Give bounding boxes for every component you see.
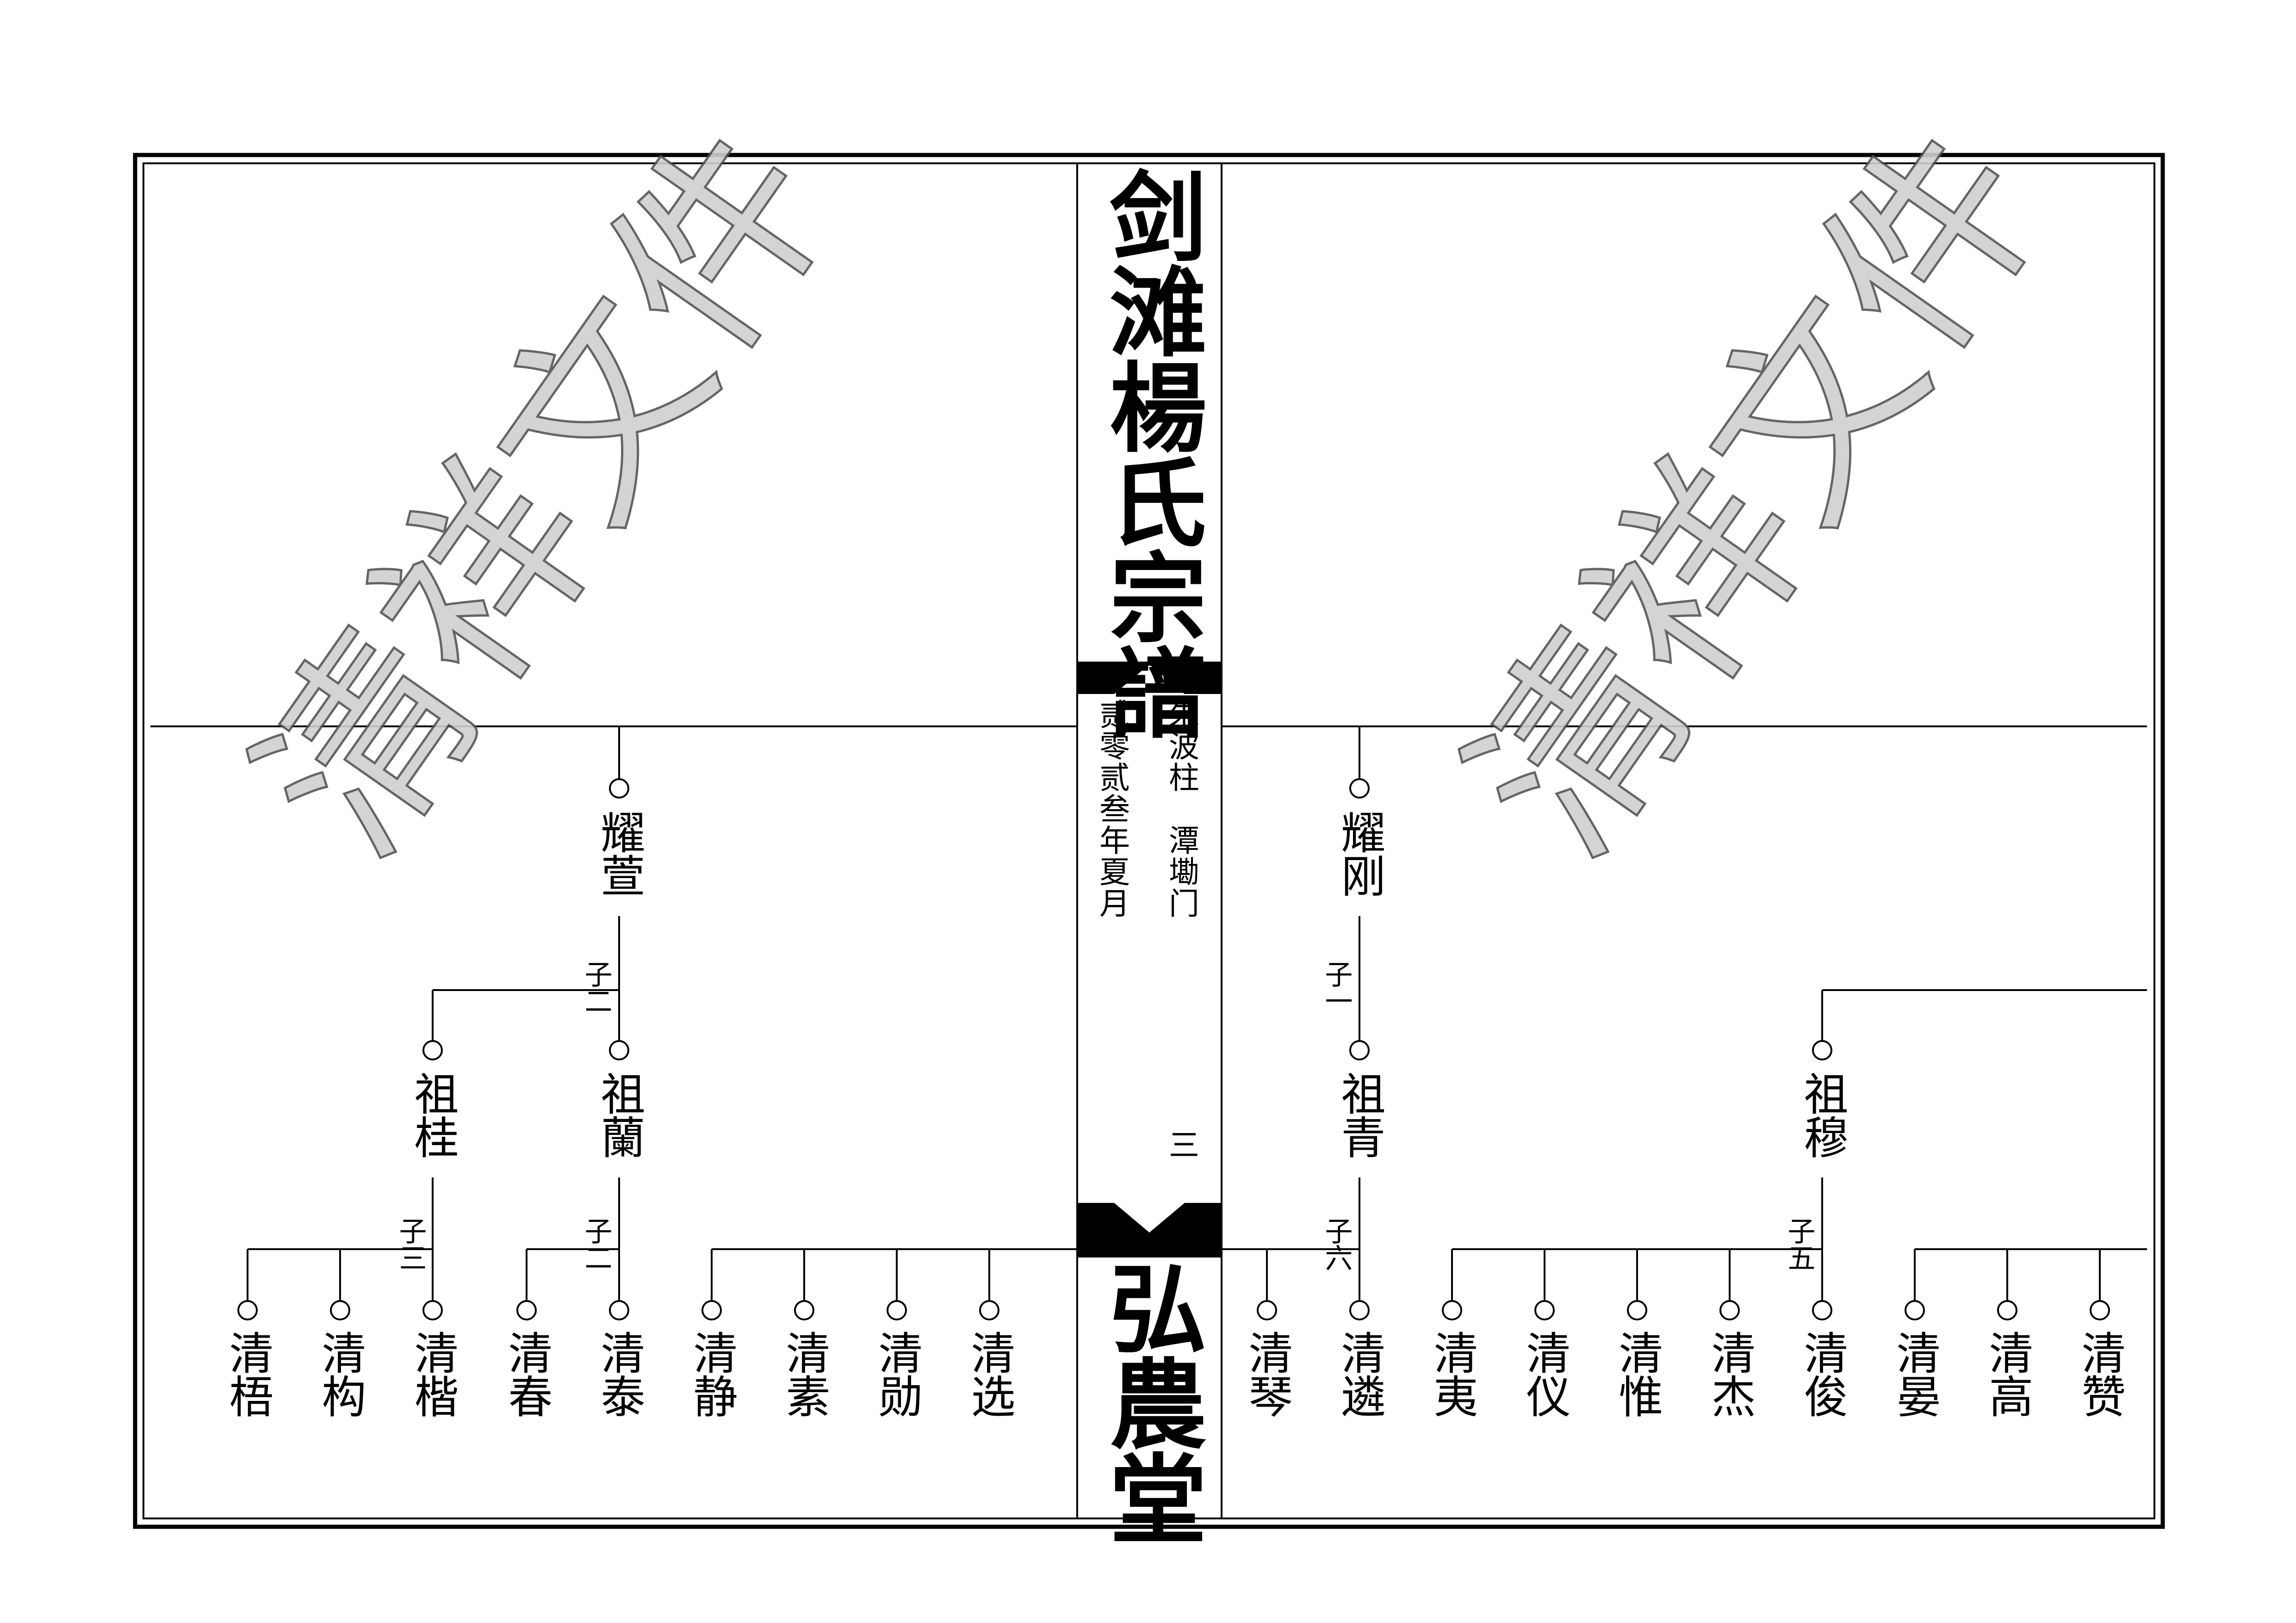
left-gen3-name: 清素 [778, 1330, 830, 1417]
left-gen3-name: 清泰 [593, 1330, 645, 1417]
right-gen3-name: 清高 [1981, 1330, 2033, 1417]
left-gen2-name-1: 祖蘭 [593, 1071, 645, 1158]
left-gen3-name: 清选 [963, 1330, 1015, 1417]
left-gen3-name: 清楷 [407, 1330, 459, 1417]
right-gen3-name: 清夷 [1426, 1330, 1478, 1417]
right-gen2-child-count-1: 子五 [1783, 1217, 1815, 1270]
left-gen1-name: 耀萱 [593, 810, 645, 897]
right-gen1-name: 耀刚 [1334, 810, 1385, 897]
outer-frame [133, 153, 2165, 1529]
right-gen3-name: 清晏 [1889, 1330, 1941, 1417]
left-gen3-name: 清静 [686, 1330, 738, 1417]
left-gen2-child-count-1: 子二 [580, 1217, 612, 1270]
spine-band-bottom [1077, 1203, 1222, 1258]
left-gen3-name: 清梧 [222, 1330, 273, 1417]
right-gen2-name-0: 祖青 [1334, 1071, 1385, 1158]
right-gen1-child-count: 子一 [1320, 960, 1353, 1014]
right-gen3-name: 清琴 [1241, 1330, 1293, 1417]
left-gen3-name: 清构 [314, 1330, 366, 1417]
left-gen3-name: 清勋 [871, 1330, 923, 1417]
right-gen3-name: 清仪 [1519, 1330, 1570, 1417]
right-gen2-child-count-0: 子六 [1320, 1217, 1353, 1270]
spine-title: 剑滩楊氏宗譜 [1093, 167, 1207, 738]
left-gen1-child-count: 子二 [580, 960, 612, 1014]
right-gen3-name: 清惟 [1611, 1330, 1663, 1417]
spine-band-top [1077, 662, 1222, 694]
left-gen3-name: 清春 [501, 1330, 552, 1417]
right-gen2-name-1: 祖穆 [1796, 1071, 1848, 1158]
spine-editor: 朱波柱 潭墈门 [1164, 699, 1199, 919]
left-gen2-child-count-0: 子三 [394, 1217, 427, 1270]
spine-page-number: 三 [1164, 1129, 1199, 1160]
right-gen3-name: 清杰 [1704, 1330, 1756, 1417]
spine-date: 贰零贰叁年夏月 [1094, 699, 1130, 919]
right-gen3-name: 清赞 [2074, 1330, 2126, 1417]
left-gen2-name-0: 祖桂 [407, 1071, 459, 1158]
spine-hall-name: 弘農堂 [1093, 1258, 1207, 1544]
right-gen3-name: 清俊 [1796, 1330, 1848, 1417]
inner-frame [143, 162, 2155, 1519]
right-gen3-name: 清遴 [1334, 1330, 1385, 1417]
